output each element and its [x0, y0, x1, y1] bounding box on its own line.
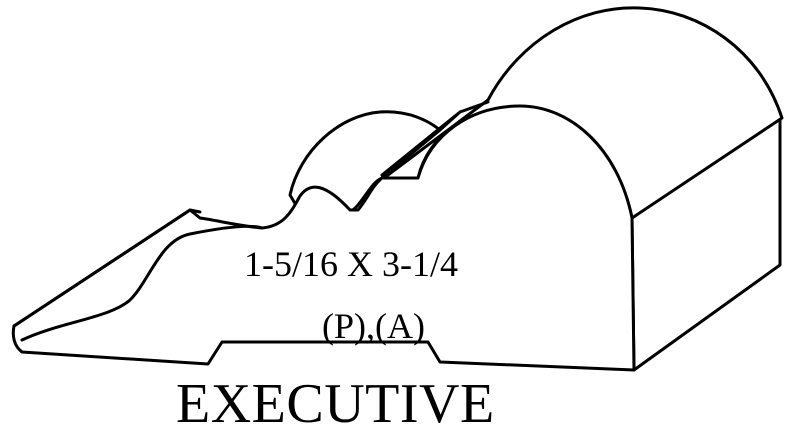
profile-name-title: EXECUTIVE [176, 373, 495, 435]
small-cove-top [288, 110, 442, 214]
left-bevel-line [12, 208, 202, 328]
profile-dimensions-label: 1-5/16 X 3-1/4 [244, 244, 458, 284]
molding-front-face [11, 104, 636, 372]
back-ridge-lines [380, 100, 490, 177]
front-cove-line [20, 224, 264, 342]
profile-codes-label: (P),(A) [322, 306, 425, 346]
